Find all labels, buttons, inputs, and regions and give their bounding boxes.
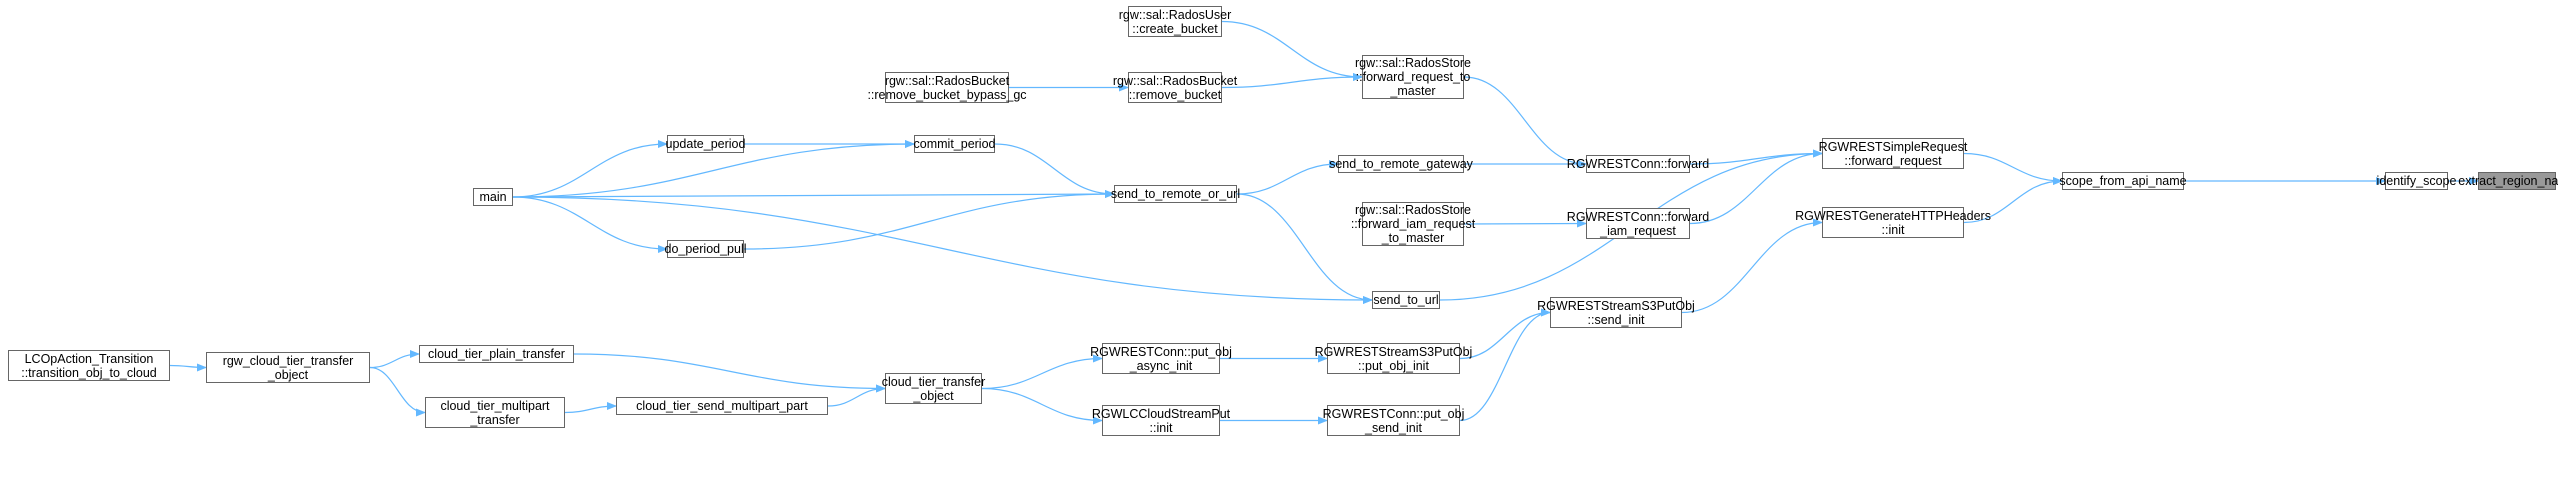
edge-n_genhdr-to-n_scope bbox=[1963, 177, 2063, 224]
node-main[interactable]: main bbox=[473, 188, 513, 206]
edge-n_conn_iam-to-n_simple bbox=[1689, 149, 1823, 225]
edge-n_main-to-n_send_url bbox=[512, 196, 1373, 304]
node-extract-region-name: extract_region_name bbox=[2458, 172, 2558, 190]
node-scope-from-api-name[interactable]: scope_from_api_name bbox=[2059, 172, 2187, 190]
edge-n_main-to-n_send_remote bbox=[512, 190, 1115, 199]
node-radosstore-forward-iam-request-to-master[interactable]: rgw::sal::RadosStore ::forward_iam_reque… bbox=[1350, 202, 1476, 246]
edge-n_conn_fwd-to-n_simple bbox=[1689, 149, 1823, 165]
node-cloud-tier-send-multipart-part[interactable]: cloud_tier_send_multipart_part bbox=[616, 397, 828, 415]
edge-n_stream_put-to-n_stream_send bbox=[1459, 308, 1551, 360]
node-send-to-remote-gateway[interactable]: send_to_remote_gateway bbox=[1329, 155, 1473, 173]
edge-n_stream_send-to-n_genhdr bbox=[1681, 218, 1823, 314]
node-cloud-tier-plain-transfer[interactable]: cloud_tier_plain_transfer bbox=[419, 345, 574, 363]
edge-n_pull-to-n_send_remote bbox=[743, 190, 1115, 250]
edge-n_cloud_plain-to-n_cloud_transfer bbox=[573, 353, 886, 393]
node-commit-period[interactable]: commit_period bbox=[913, 135, 996, 153]
edge-n_main-to-n_pull bbox=[512, 196, 668, 253]
edge-n_store_fwd-to-n_conn_fwd bbox=[1463, 76, 1587, 168]
node-lcopaction-transition-transition-obj-to-cloud[interactable]: LCOpAction_Transition ::transition_obj_t… bbox=[8, 350, 170, 381]
edge-n_rgw_cloud-to-n_cloud_plain bbox=[369, 350, 420, 369]
node-cloud-tier-transfer-object[interactable]: cloud_tier_transfer _object bbox=[881, 373, 986, 404]
node-rgwrestconn-put-obj-send-init[interactable]: RGWRESTConn::put_obj _send_init bbox=[1322, 405, 1465, 436]
node-send-to-url[interactable]: send_to_url bbox=[1372, 291, 1440, 309]
edge-n_bucket_remove-to-n_store_fwd bbox=[1221, 73, 1363, 89]
node-radosbucket-remove-bucket[interactable]: rgw::sal::RadosBucket ::remove_bucket bbox=[1112, 72, 1238, 103]
node-update-period[interactable]: update_period bbox=[665, 135, 746, 153]
node-radosbucket-remove-bucket-bypass-gc[interactable]: rgw::sal::RadosBucket ::remove_bucket_by… bbox=[867, 72, 1027, 103]
edge-n_cloud_send_mp-to-n_cloud_transfer bbox=[827, 384, 886, 407]
edge-n_send_remote-to-n_send_gateway bbox=[1236, 160, 1339, 195]
node-do-period-pull[interactable]: do_period_pull bbox=[664, 240, 747, 258]
node-cloud-tier-multipart-transfer[interactable]: cloud_tier_multipart _transfer bbox=[425, 397, 565, 428]
edge-n_rgw_cloud-to-n_cloud_multipart bbox=[369, 366, 426, 417]
edge-n_send_remote-to-n_send_url bbox=[1236, 193, 1373, 304]
node-rgwrestconn-put-obj-async-init[interactable]: RGWRESTConn::put_obj _async_init bbox=[1090, 343, 1232, 374]
node-rgwrestconn-forward-iam-request[interactable]: RGWRESTConn::forward _iam_request bbox=[1566, 208, 1710, 239]
node-radosuser-create-bucket[interactable]: rgw::sal::RadosUser ::create_bucket bbox=[1118, 6, 1232, 37]
edge-n_cloud_transfer-to-n_lc_stream bbox=[981, 387, 1103, 425]
node-rgwreststreams3putobj-send-init[interactable]: RGWRESTStreamS3PutObj ::send_init bbox=[1537, 297, 1695, 328]
edge-n_lcop-to-n_rgw_cloud bbox=[169, 363, 207, 372]
edge-n_cloud_transfer-to-n_conn_async bbox=[981, 354, 1103, 390]
node-rgwrestgeneratehttpheaders-init[interactable]: RGWRESTGenerateHTTPHeaders ::init bbox=[1795, 207, 1991, 238]
edge-n_main-to-n_commit bbox=[512, 140, 915, 198]
edge-n_conn_send-to-n_stream_send bbox=[1459, 308, 1551, 422]
node-rgwlccloudstreamput-init[interactable]: RGWLCCloudStreamPut ::init bbox=[1091, 405, 1231, 436]
edge-n_cloud_multipart-to-n_cloud_send_mp bbox=[564, 402, 617, 414]
node-identify-scope[interactable]: identify_scope bbox=[2376, 172, 2457, 190]
edge-n_store_iam-to-n_conn_iam bbox=[1463, 219, 1587, 228]
edge-n_user_create-to-n_store_fwd bbox=[1221, 20, 1363, 81]
node-rgw-cloud-tier-transfer-object[interactable]: rgw_cloud_tier_transfer _object bbox=[206, 352, 370, 383]
node-rgwrestsimplerequest-forward-request[interactable]: RGWRESTSimpleRequest ::forward_request bbox=[1818, 138, 1968, 169]
edge-n_commit-to-n_send_remote bbox=[994, 143, 1115, 198]
edge-n_main-to-n_update bbox=[512, 140, 668, 198]
node-rgwreststreams3putobj-put-obj-init[interactable]: RGWRESTStreamS3PutObj ::put_obj_init bbox=[1314, 343, 1473, 374]
node-send-to-remote-or-url[interactable]: send_to_remote_or_url bbox=[1110, 185, 1241, 203]
node-rgwrestconn-forward[interactable]: RGWRESTConn::forward bbox=[1566, 155, 1710, 173]
node-radosstore-forward-request-to-master[interactable]: rgw::sal::RadosStore ::forward_request_t… bbox=[1354, 55, 1472, 99]
edge-n_simple-to-n_scope bbox=[1963, 152, 2063, 185]
